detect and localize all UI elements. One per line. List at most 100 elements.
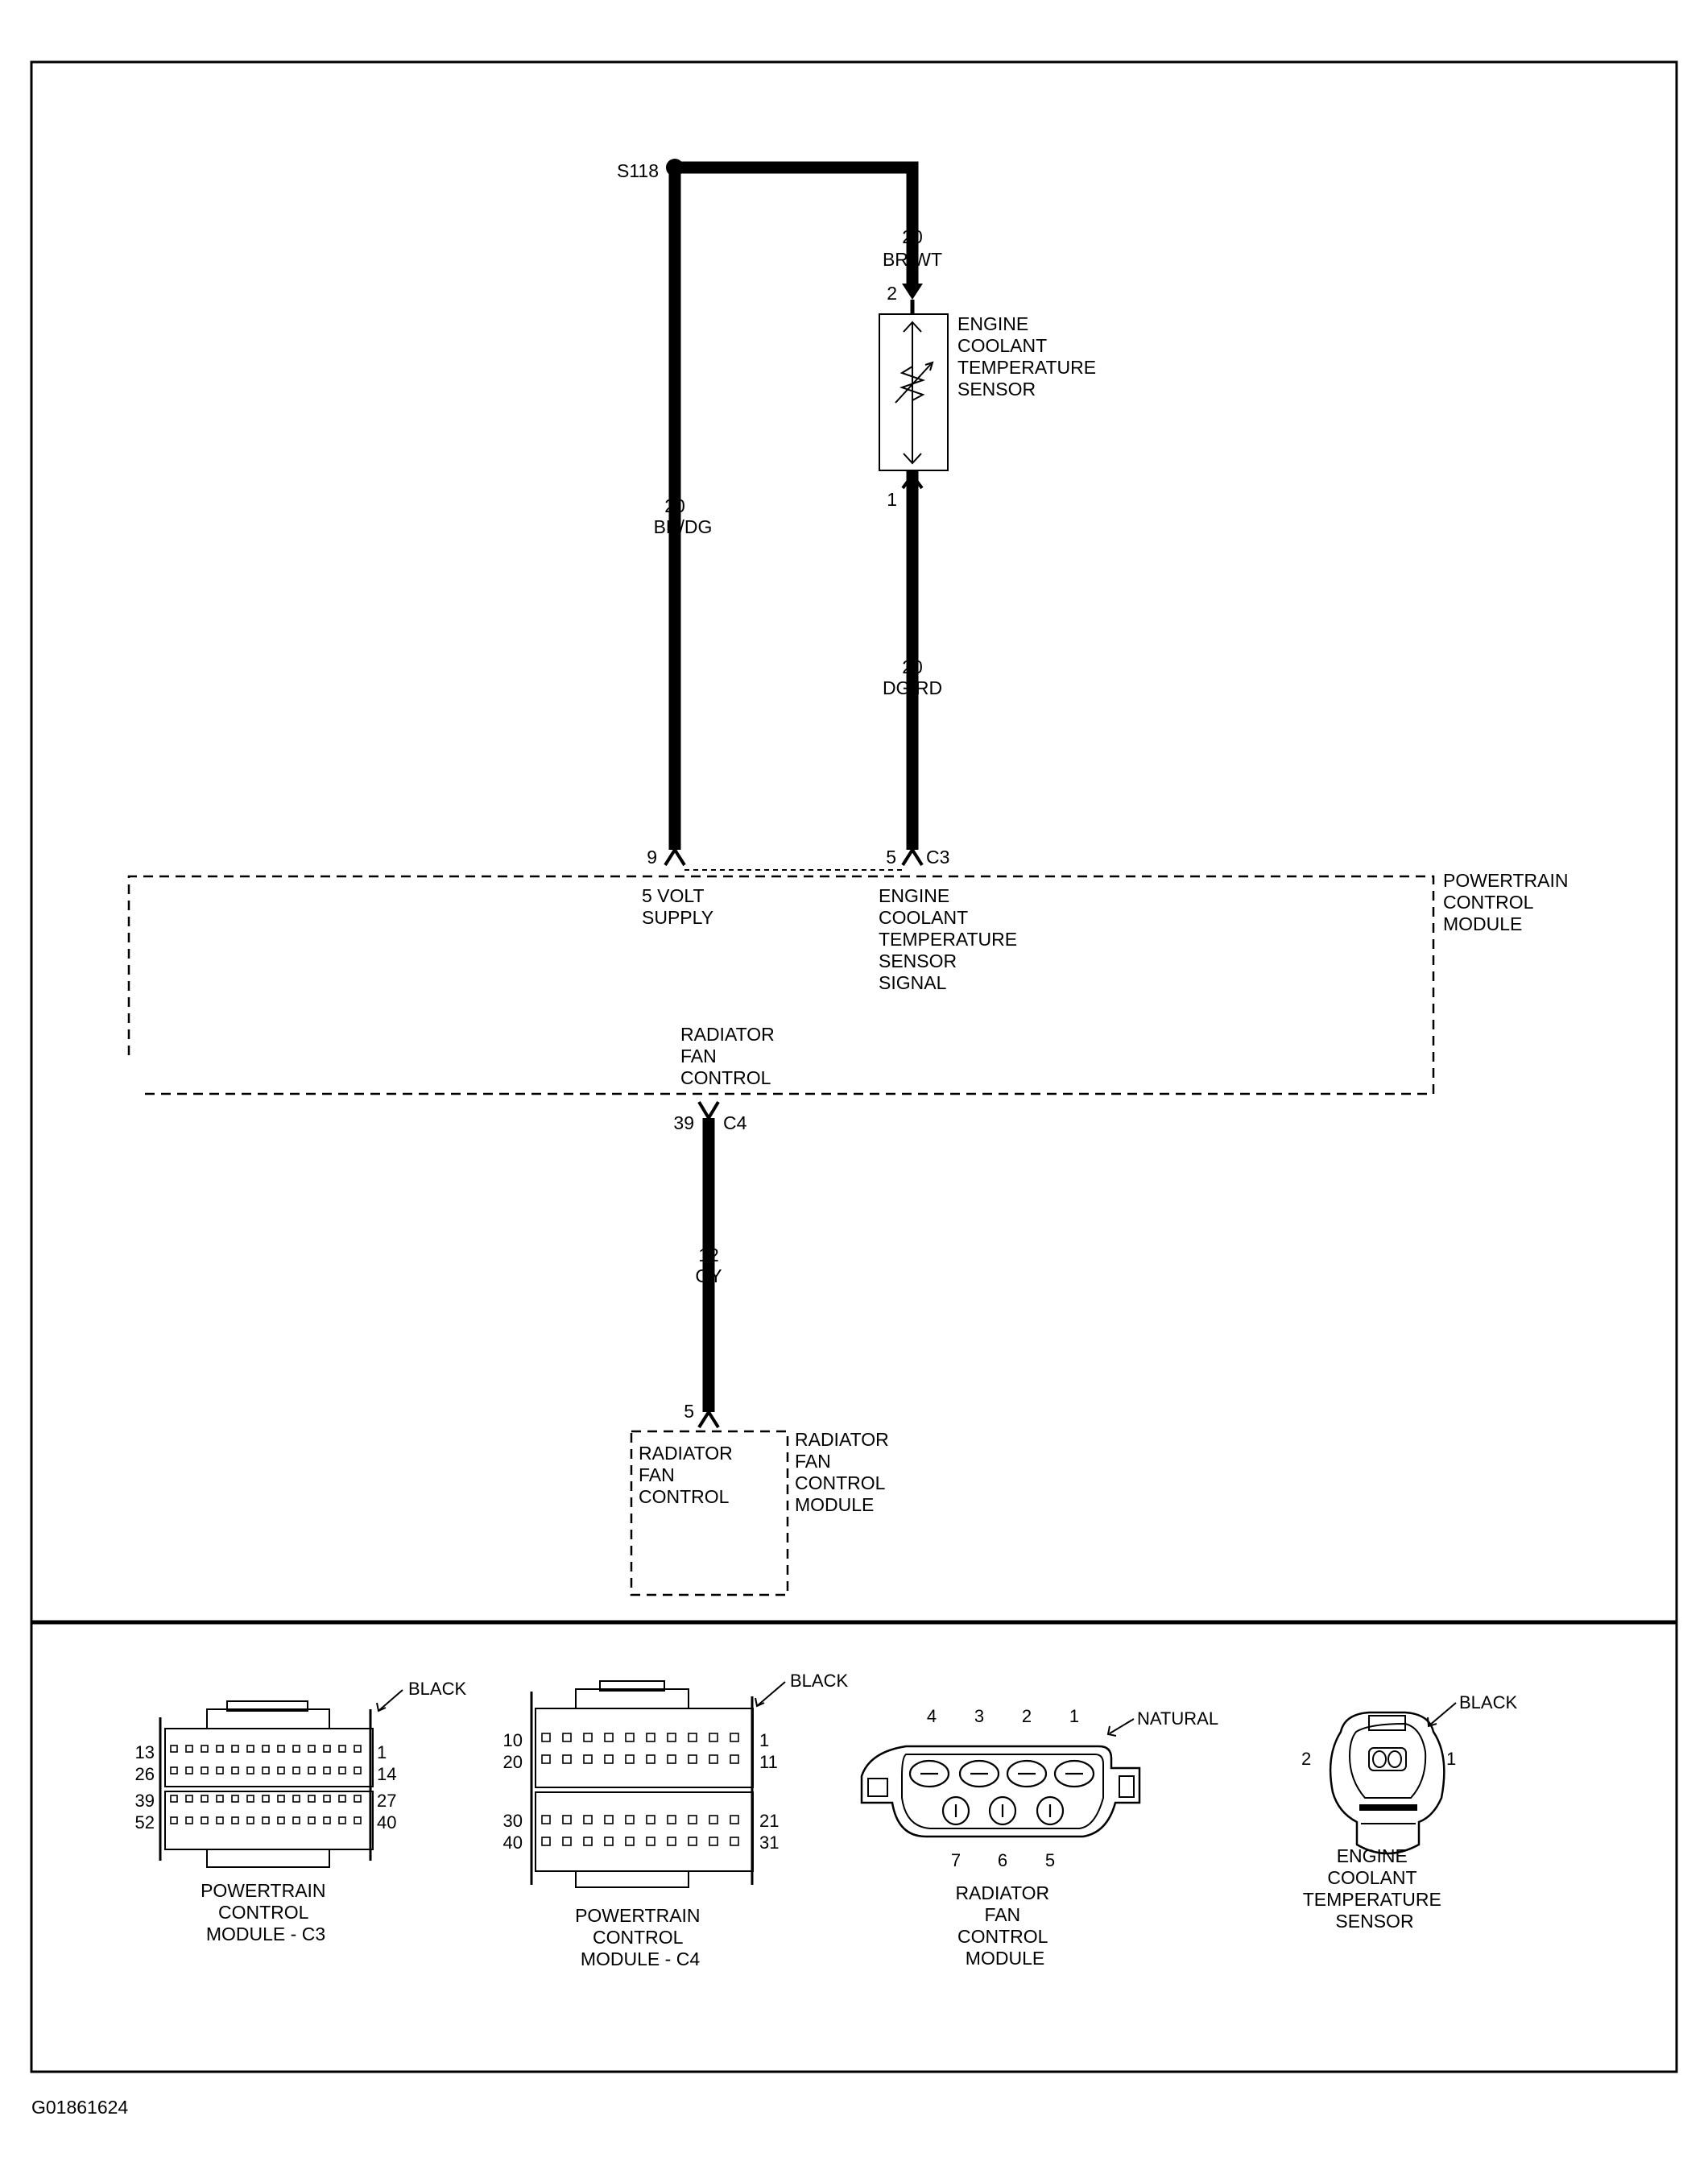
pcm-fan-pin: 39 bbox=[673, 1112, 694, 1133]
figure-id: G01861624 bbox=[31, 2097, 128, 2118]
pcm-signal-label: ENGINE COOLANT TEMPERATURE SENSOR SIGNAL bbox=[879, 885, 1022, 993]
ect-sensor bbox=[879, 284, 949, 490]
connector-cavity bbox=[292, 1745, 300, 1753]
connector-cavity bbox=[541, 1754, 551, 1764]
connector-cavity bbox=[625, 1837, 635, 1846]
c4-right-pin-21: 21 bbox=[759, 1811, 779, 1831]
connector-cavity bbox=[562, 1815, 572, 1824]
connector-cavity bbox=[231, 1816, 239, 1824]
connector-cavity bbox=[216, 1745, 224, 1753]
rfcm-top-pin-1: 1 bbox=[1069, 1706, 1079, 1726]
pcm-signal-pin: 5 bbox=[886, 847, 896, 868]
connector-cavity bbox=[667, 1815, 676, 1824]
splice-label: S118 bbox=[617, 160, 659, 181]
connector-cavity bbox=[323, 1795, 331, 1803]
connector-cavity bbox=[688, 1754, 697, 1764]
rfcm-connector-color: NATURAL bbox=[1137, 1708, 1218, 1729]
rfcm-top-pin-3: 3 bbox=[974, 1706, 984, 1726]
connector-cavity bbox=[583, 1754, 593, 1764]
connector-cavity bbox=[170, 1795, 178, 1803]
wire-color-fan-control: GY bbox=[695, 1265, 722, 1286]
pcm-label: POWERTRAIN CONTROL MODULE bbox=[1443, 870, 1574, 934]
pcm-signal-pin-symbol bbox=[901, 847, 924, 867]
connector-cavity bbox=[604, 1815, 614, 1824]
c4-right-pin-31: 31 bbox=[759, 1832, 779, 1853]
connector-cavity bbox=[625, 1754, 635, 1764]
schematic: S118 20 BR/DG 20 BR/WT 20 DG/RD 12 GY bbox=[127, 159, 1574, 1596]
c4-left-pin-20: 20 bbox=[503, 1752, 523, 1772]
connector-ect-view: BLACK 2 1 ENGINE COOLANT TEMPERATURE SEN… bbox=[1301, 1692, 1517, 1932]
rfcm-connector-caption: RADIATOR FAN CONTROL MODULE bbox=[955, 1882, 1054, 1969]
c4-right-pin-11: 11 bbox=[759, 1752, 778, 1772]
connector-cavity bbox=[246, 1766, 254, 1775]
connector-cavity bbox=[354, 1745, 362, 1753]
connector-cavity bbox=[338, 1745, 346, 1753]
connector-cavity bbox=[583, 1815, 593, 1824]
connector-cavity bbox=[709, 1837, 718, 1846]
wire-color-sensor-signal: DG/RD bbox=[883, 677, 942, 698]
connector-cavity bbox=[625, 1815, 635, 1824]
pcm-supply-pin-symbol bbox=[664, 847, 686, 867]
connector-cavity bbox=[604, 1837, 614, 1846]
connector-cavity bbox=[709, 1754, 718, 1764]
c4-left-pin-40: 40 bbox=[503, 1832, 523, 1853]
connector-cavity bbox=[338, 1816, 346, 1824]
connector-cavity bbox=[201, 1766, 209, 1775]
pcm-fan-connector: C4 bbox=[723, 1112, 747, 1133]
connector-cavity bbox=[246, 1745, 254, 1753]
rfcm-bottom-pin-6: 6 bbox=[998, 1850, 1007, 1870]
wire-gauge-sensor-ground: 20 bbox=[902, 226, 923, 247]
connector-cavity bbox=[308, 1745, 316, 1753]
connector-cavity bbox=[231, 1766, 239, 1775]
connector-cavity bbox=[730, 1754, 739, 1764]
connector-cavity bbox=[583, 1733, 593, 1742]
pcm-supply-label: 5 VOLT SUPPLY bbox=[642, 885, 713, 928]
connector-cavity bbox=[604, 1733, 614, 1742]
connector-cavity bbox=[277, 1816, 285, 1824]
ect-pin-bottom: 1 bbox=[887, 489, 897, 510]
connector-cavity bbox=[338, 1766, 346, 1775]
c3-caption: POWERTRAIN CONTROL MODULE - C3 bbox=[201, 1880, 331, 1944]
connector-cavity bbox=[354, 1795, 362, 1803]
connector-cavity bbox=[709, 1815, 718, 1824]
connector-c3-view: BLACK 13 26 39 52 1 14 27 40 POWERTRAIN … bbox=[135, 1679, 467, 1944]
connector-cavity bbox=[730, 1837, 739, 1846]
connector-cavity bbox=[354, 1766, 362, 1775]
connector-cavity bbox=[646, 1815, 655, 1824]
connector-cavity bbox=[308, 1816, 316, 1824]
pcm-box bbox=[127, 875, 1435, 1095]
connector-cavity bbox=[201, 1816, 209, 1824]
ect-sensor-label: ENGINE COOLANT TEMPERATURE SENSOR bbox=[957, 313, 1101, 400]
c3-right-pin-40: 40 bbox=[377, 1812, 396, 1832]
connector-cavity bbox=[231, 1795, 239, 1803]
c3-right-pin-14: 14 bbox=[377, 1764, 396, 1784]
connector-cavity bbox=[262, 1795, 270, 1803]
connector-cavity bbox=[262, 1766, 270, 1775]
connector-cavity bbox=[170, 1745, 178, 1753]
connector-cavity bbox=[185, 1816, 193, 1824]
rfcm-bottom-pin-7: 7 bbox=[951, 1850, 961, 1870]
connector-cavity bbox=[646, 1733, 655, 1742]
connector-cavity bbox=[246, 1816, 254, 1824]
connector-cavity bbox=[667, 1733, 676, 1742]
wire-gauge-sensor-signal: 20 bbox=[902, 656, 923, 677]
c4-left-pin-10: 10 bbox=[503, 1730, 523, 1750]
connector-cavity bbox=[338, 1795, 346, 1803]
wire-gauge-fan-control: 12 bbox=[698, 1244, 719, 1265]
rfcm-inner-label: RADIATOR FAN CONTROL bbox=[639, 1443, 738, 1507]
connector-cavity bbox=[277, 1766, 285, 1775]
connector-cavity bbox=[323, 1745, 331, 1753]
connector-cavity bbox=[231, 1745, 239, 1753]
connector-cavity bbox=[688, 1815, 697, 1824]
connector-cavity bbox=[667, 1754, 676, 1764]
rfcm-top-pin-2: 2 bbox=[1022, 1706, 1032, 1726]
connector-cavity bbox=[625, 1733, 635, 1742]
connector-cavity bbox=[246, 1795, 254, 1803]
connector-cavity bbox=[292, 1816, 300, 1824]
connector-cavity bbox=[308, 1766, 316, 1775]
connector-cavity bbox=[201, 1745, 209, 1753]
connector-rfcm-view: NATURAL 4 3 2 1 7 6 5 RADIATOR FAN CONTR… bbox=[860, 1706, 1218, 1969]
ect-connector-color: BLACK bbox=[1459, 1692, 1517, 1712]
connector-cavity bbox=[292, 1795, 300, 1803]
